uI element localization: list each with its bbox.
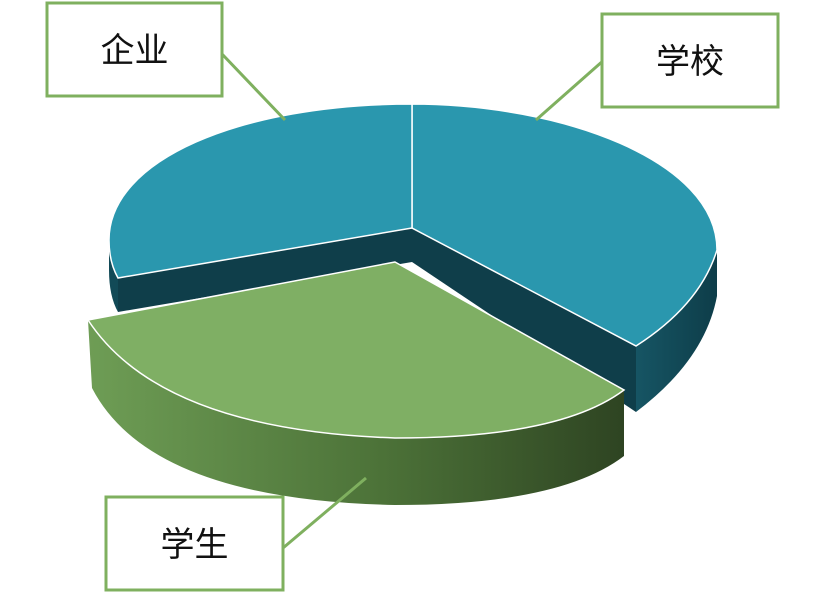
slice-enterprise bbox=[108, 103, 413, 279]
label-school: 学校 bbox=[656, 42, 724, 82]
callout-school: 学校 bbox=[600, 12, 780, 109]
slice-side-enterprise bbox=[109, 240, 118, 312]
slice-student bbox=[86, 261, 626, 439]
label-student: 学生 bbox=[161, 525, 229, 565]
callout-line-enterprise bbox=[220, 52, 287, 122]
callout-box-enterprise bbox=[45, 1, 224, 98]
callout-line-school bbox=[535, 58, 605, 122]
label-enterprise: 企业 bbox=[101, 31, 169, 71]
callout-box-school bbox=[600, 12, 780, 109]
callout-box-student bbox=[104, 495, 285, 592]
slice-side-student bbox=[88, 320, 624, 505]
callout-student: 学生 bbox=[104, 495, 285, 592]
slice-school bbox=[411, 103, 718, 347]
callout-enterprise: 企业 bbox=[45, 1, 224, 98]
slice-side-school bbox=[636, 250, 717, 412]
callout-line-student bbox=[282, 476, 367, 550]
pie-inner-wall-left bbox=[118, 228, 412, 312]
